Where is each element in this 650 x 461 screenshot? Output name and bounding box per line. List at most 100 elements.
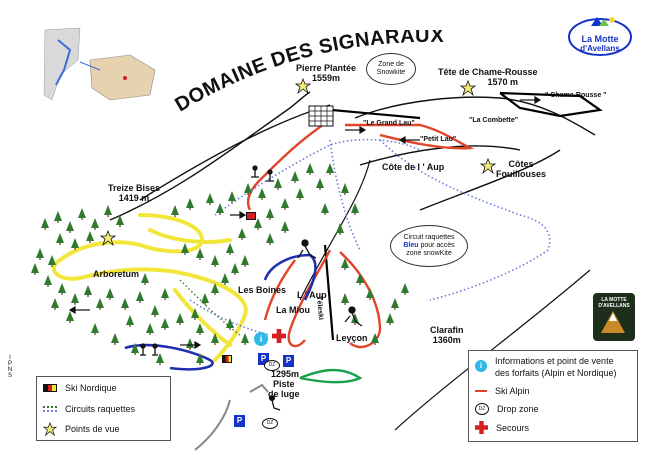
tree-icon — [241, 333, 249, 343]
parking-marker-letter: P — [260, 354, 267, 363]
tree-icon — [66, 311, 74, 321]
tree-icon — [326, 163, 334, 173]
callout-snowkite-line2: Snowkite — [376, 69, 406, 76]
legend-item-points-vue: Points de vue — [43, 422, 120, 436]
tree-icon — [244, 183, 252, 193]
peak-name: Clarafin — [430, 325, 464, 335]
tree-icon — [211, 283, 219, 293]
dz-icon: DZ — [475, 403, 489, 415]
peak-altitude: 1360m — [432, 334, 461, 345]
green-trail — [299, 368, 363, 384]
tree-icon — [296, 188, 304, 198]
parking-marker-letter: P — [285, 356, 292, 365]
tree-icon — [371, 333, 379, 343]
tree-icon — [356, 273, 364, 283]
tree-icon — [54, 211, 62, 221]
tree-icon — [91, 218, 99, 228]
tree-icon — [226, 318, 234, 328]
tree-icon — [211, 333, 219, 343]
tree-icon — [91, 323, 99, 333]
brand-logo-line2: d'Avellans — [580, 44, 620, 53]
tree-icon — [306, 163, 314, 173]
place-piste-luge: Piste de luge — [268, 379, 300, 399]
legend-label: Secours — [496, 422, 530, 433]
tree-icon — [146, 323, 154, 333]
tree-icon — [351, 313, 359, 323]
tree-icon — [31, 263, 39, 273]
peak-cotes-fouillouses: Côtes Fouillouses — [496, 159, 546, 180]
run-grand-lau: "Le Grand Lau" — [363, 120, 415, 127]
viewpoint-stars — [99, 77, 497, 247]
tree-icon — [254, 218, 262, 228]
peak-name: Côtes — [508, 159, 534, 169]
legend-item-drop-zone: DZ Drop zone — [475, 403, 539, 415]
callout-raquettes-blue: Bleu — [403, 241, 419, 249]
tree-icon — [58, 283, 66, 293]
tree-icon — [48, 255, 56, 265]
dz-icon: DZ — [264, 360, 280, 371]
tree-icon — [366, 288, 374, 298]
tree-icon — [84, 285, 92, 295]
tree-icon — [206, 193, 214, 203]
place-cote-aup: Côte de l ' Aup — [382, 162, 445, 172]
tree-icon — [291, 171, 299, 181]
info-marker-letter: i — [259, 334, 263, 344]
green-dotted-circuit — [179, 279, 241, 336]
peak-altitude: 1570 m — [487, 76, 519, 87]
skier-figures — [140, 165, 363, 411]
brand-logo: La Motte d'Avellans — [567, 12, 633, 58]
tree-icon — [171, 205, 179, 215]
star-icon — [43, 422, 57, 436]
callout-raquettes-line4: zone snowKite — [406, 250, 452, 258]
tree-icon — [351, 203, 359, 213]
side-text-ipns: IPNS — [7, 355, 13, 379]
tree-icon — [131, 343, 139, 353]
direction-arrows — [68, 95, 542, 350]
tree-icon — [71, 238, 79, 248]
callout-snowkite: Zone de Snowkite — [366, 53, 416, 85]
inset-location-map — [40, 23, 160, 108]
star-icon — [479, 157, 497, 175]
place-arboretum: Arboretum — [93, 269, 140, 279]
run-la-combette: "La Combette" — [469, 117, 519, 124]
tree-icon — [258, 188, 266, 198]
snowkite-zone-grid — [308, 105, 334, 127]
tree-icon — [126, 315, 134, 325]
nordic-flag-icon — [222, 355, 232, 363]
badge-logo-line2: D'AVELLANS — [598, 303, 630, 309]
place-l-aup: L ' Aup — [297, 290, 327, 300]
access-road — [194, 399, 231, 451]
legend-item-secours: Secours — [475, 421, 529, 434]
tree-icon — [151, 305, 159, 315]
parking-icon: P — [234, 415, 245, 427]
tree-icon — [66, 221, 74, 231]
dotted-line-icon — [43, 406, 57, 412]
tree-icon — [321, 203, 329, 213]
tree-icon — [176, 313, 184, 323]
star-icon — [294, 77, 312, 95]
tree-icon — [228, 191, 236, 201]
tree-icon — [186, 198, 194, 208]
tree-icon — [226, 243, 234, 253]
nordic-flag-icon — [43, 384, 57, 392]
callout-raquettes-line3: pour accès — [420, 241, 455, 249]
parking-marker-letter: P — [236, 416, 243, 425]
tree-icon — [201, 293, 209, 303]
tree-icon — [36, 248, 44, 258]
tree-icon — [106, 288, 114, 298]
tree-icon — [111, 333, 119, 343]
tree-icon — [221, 273, 229, 283]
legend-label: Informations et point de vente des forfa… — [495, 356, 617, 378]
legend-item-info: i Informations et point de vente des for… — [475, 356, 617, 379]
tree-icon — [281, 198, 289, 208]
tree-icon — [211, 255, 219, 265]
tree-icon — [161, 318, 169, 328]
tree-icon — [391, 298, 399, 308]
tree-icon — [196, 353, 204, 363]
legend-label: Ski Alpin — [495, 386, 530, 396]
tree-icon — [341, 293, 349, 303]
callout-snowkite-line1: Zone de — [378, 60, 404, 68]
peak-clarafin: Clarafin 1360m — [430, 325, 464, 346]
tree-icon — [196, 248, 204, 258]
tree-icon — [216, 203, 224, 213]
